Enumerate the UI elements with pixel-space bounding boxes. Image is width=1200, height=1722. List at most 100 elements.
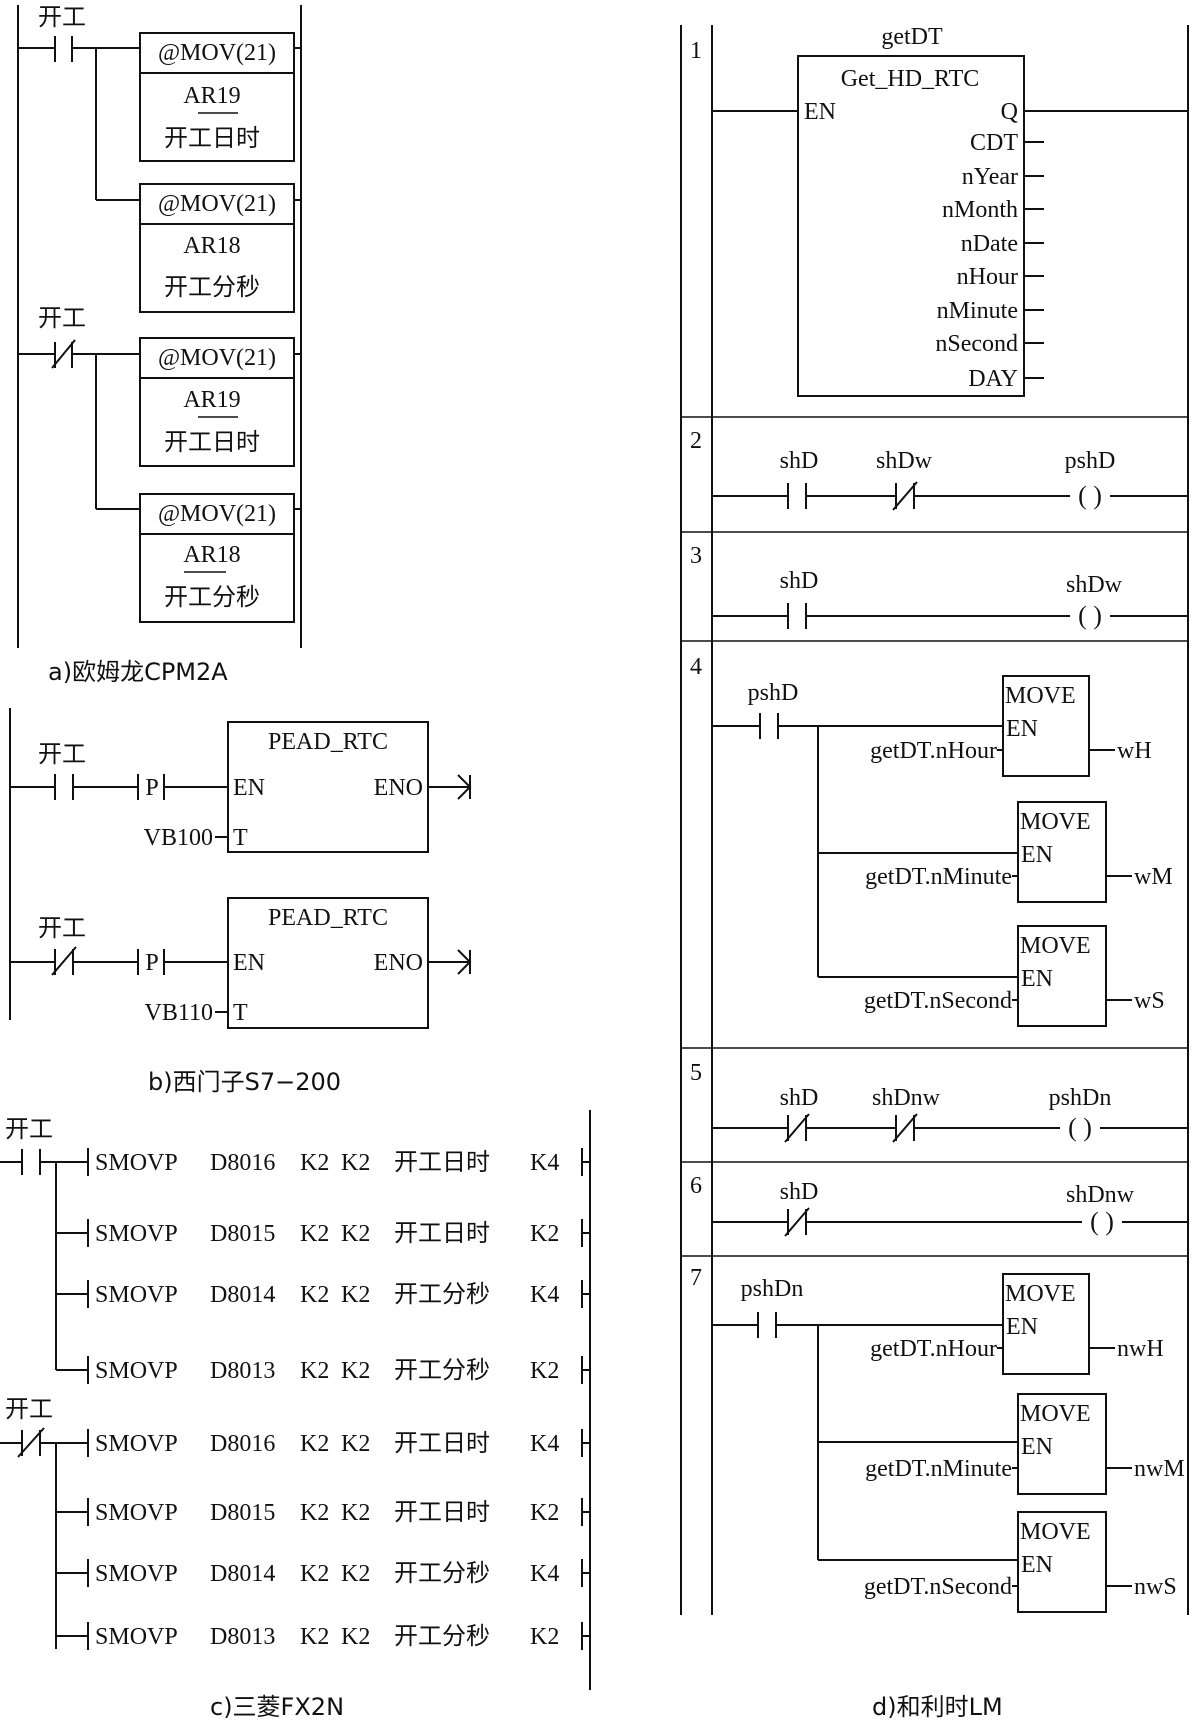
rung-number: 4: [690, 654, 702, 680]
panel-d: 1 2 3 4 5 6 7 getDT Get_HD_RTC EN QCDTnY…: [680, 24, 1189, 1721]
instr-op: SMOVP: [95, 1358, 178, 1384]
instr-m1: K2: [300, 1150, 329, 1176]
instr-m2: K2: [341, 1431, 370, 1457]
mov-dst: 开工日时: [164, 428, 260, 456]
instr-dst: 开工日时: [394, 1219, 490, 1247]
rung-5: shD shDnw ( ) pshDn: [712, 1085, 1188, 1143]
instr-dst: 开工日时: [394, 1148, 490, 1176]
edge-label: P: [145, 950, 158, 976]
instr-op: SMOVP: [95, 1150, 178, 1176]
panel-a-mov-block-1: @MOV(21) AR19 开工日时: [139, 32, 301, 162]
addr: VB110: [145, 1000, 213, 1026]
move-func: MOVE: [1020, 809, 1091, 835]
instr-op: SMOVP: [95, 1561, 178, 1587]
move-output: nwH: [1117, 1336, 1164, 1362]
instr-op: SMOVP: [95, 1282, 178, 1308]
panel-c-caption: c)三菱FX2N: [210, 1693, 344, 1721]
instr-m1: K2: [300, 1358, 329, 1384]
instr-m1: K2: [300, 1500, 329, 1526]
move-input: getDT.nSecond: [864, 988, 1012, 1014]
panel-a-mov-block-2: @MOV(21) AR18 开工分秒: [139, 183, 301, 313]
coil-symbol: ( ): [1078, 601, 1102, 630]
instr-m1: K2: [300, 1221, 329, 1247]
move-output: nwS: [1134, 1574, 1177, 1600]
instr-n: K4: [530, 1561, 559, 1587]
instr-src: D8013: [210, 1624, 275, 1650]
panel-b-caption: b)西门子S7−200: [148, 1068, 341, 1096]
panel-a-nc-contact-label: 开工: [38, 304, 86, 332]
contact-label: shD: [780, 1179, 819, 1205]
func-name: PEAD_RTC: [268, 729, 388, 755]
fb-func-name: Get_HD_RTC: [841, 66, 980, 92]
rtc-output-pin: nSecond: [935, 331, 1018, 357]
edge-label: P: [145, 775, 158, 801]
coil-symbol: ( ): [1068, 1113, 1092, 1142]
rung-number: 3: [690, 543, 702, 569]
rtc-output-pin: nYear: [962, 164, 1018, 190]
mov-src: AR19: [183, 387, 240, 413]
instr-m2: K2: [341, 1282, 370, 1308]
rtc-output-pin: CDT: [970, 130, 1018, 156]
mov-instr: @MOV(21): [158, 501, 276, 527]
rung-number: 2: [690, 428, 702, 454]
instr-dst: 开工日时: [394, 1429, 490, 1457]
rung-number: 1: [690, 38, 702, 64]
get-hd-rtc-block: [797, 55, 1025, 397]
instr-src: D8014: [210, 1282, 275, 1308]
rtc-output-pin: nDate: [961, 231, 1018, 257]
rtc-output-pin: nMinute: [937, 298, 1018, 324]
instr-m2: K2: [341, 1358, 370, 1384]
pin-t: T: [233, 1000, 248, 1026]
coil-label: shDw: [1066, 572, 1123, 598]
rung-2: shD shDw ( ) pshD: [712, 448, 1188, 511]
move-en: EN: [1021, 966, 1053, 992]
instr-n: K2: [530, 1500, 559, 1526]
mov-src: AR18: [183, 542, 240, 568]
instr-n: K2: [530, 1624, 559, 1650]
instr-op: SMOVP: [95, 1221, 178, 1247]
panel-a-mov-block-3: @MOV(21) AR19 开工日时: [139, 337, 301, 467]
contact-label: shDw: [876, 448, 933, 474]
instr-src: D8016: [210, 1150, 275, 1176]
move-input: getDT.nSecond: [864, 1574, 1012, 1600]
panel-b: 开工 P PEAD_RTC EN ENO T VB100 开工 P PEAD_R…: [9, 708, 472, 1096]
move-func: MOVE: [1020, 1401, 1091, 1427]
move-en: EN: [1021, 842, 1053, 868]
coil-label: pshD: [1065, 448, 1116, 474]
instr-op: SMOVP: [95, 1624, 178, 1650]
instr-dst: 开工分秒: [394, 1622, 490, 1650]
panel-c-nc-contact-label: 开工: [5, 1395, 53, 1423]
instr-n: K2: [530, 1358, 559, 1384]
rtc-output-pin: Q: [1001, 99, 1018, 125]
panel-b-contact-label-1: 开工: [38, 740, 86, 768]
move-input: getDT.nHour: [870, 738, 997, 764]
contact-label: pshDn: [741, 1276, 804, 1302]
move-en: EN: [1006, 716, 1038, 742]
instr-m1: K2: [300, 1282, 329, 1308]
move-func: MOVE: [1020, 1519, 1091, 1545]
rung-number: 5: [690, 1060, 702, 1086]
contact-label: pshD: [748, 680, 799, 706]
contact-label: shDnw: [872, 1085, 941, 1111]
panel-a: 开工 开工 @MOV(21) AR19 开工日时 @MOV(2: [17, 3, 302, 686]
coil-label: shDnw: [1066, 1182, 1135, 1208]
instr-src: D8013: [210, 1358, 275, 1384]
coil-label: pshDn: [1049, 1085, 1112, 1111]
move-func: MOVE: [1020, 933, 1091, 959]
move-func: MOVE: [1005, 683, 1076, 709]
instr-dst: 开工日时: [394, 1498, 490, 1526]
instr-n: K2: [530, 1221, 559, 1247]
contact-label: shD: [780, 1085, 819, 1111]
contact-label: shD: [780, 448, 819, 474]
move-input: getDT.nHour: [870, 1336, 997, 1362]
move-output: wH: [1117, 738, 1152, 764]
